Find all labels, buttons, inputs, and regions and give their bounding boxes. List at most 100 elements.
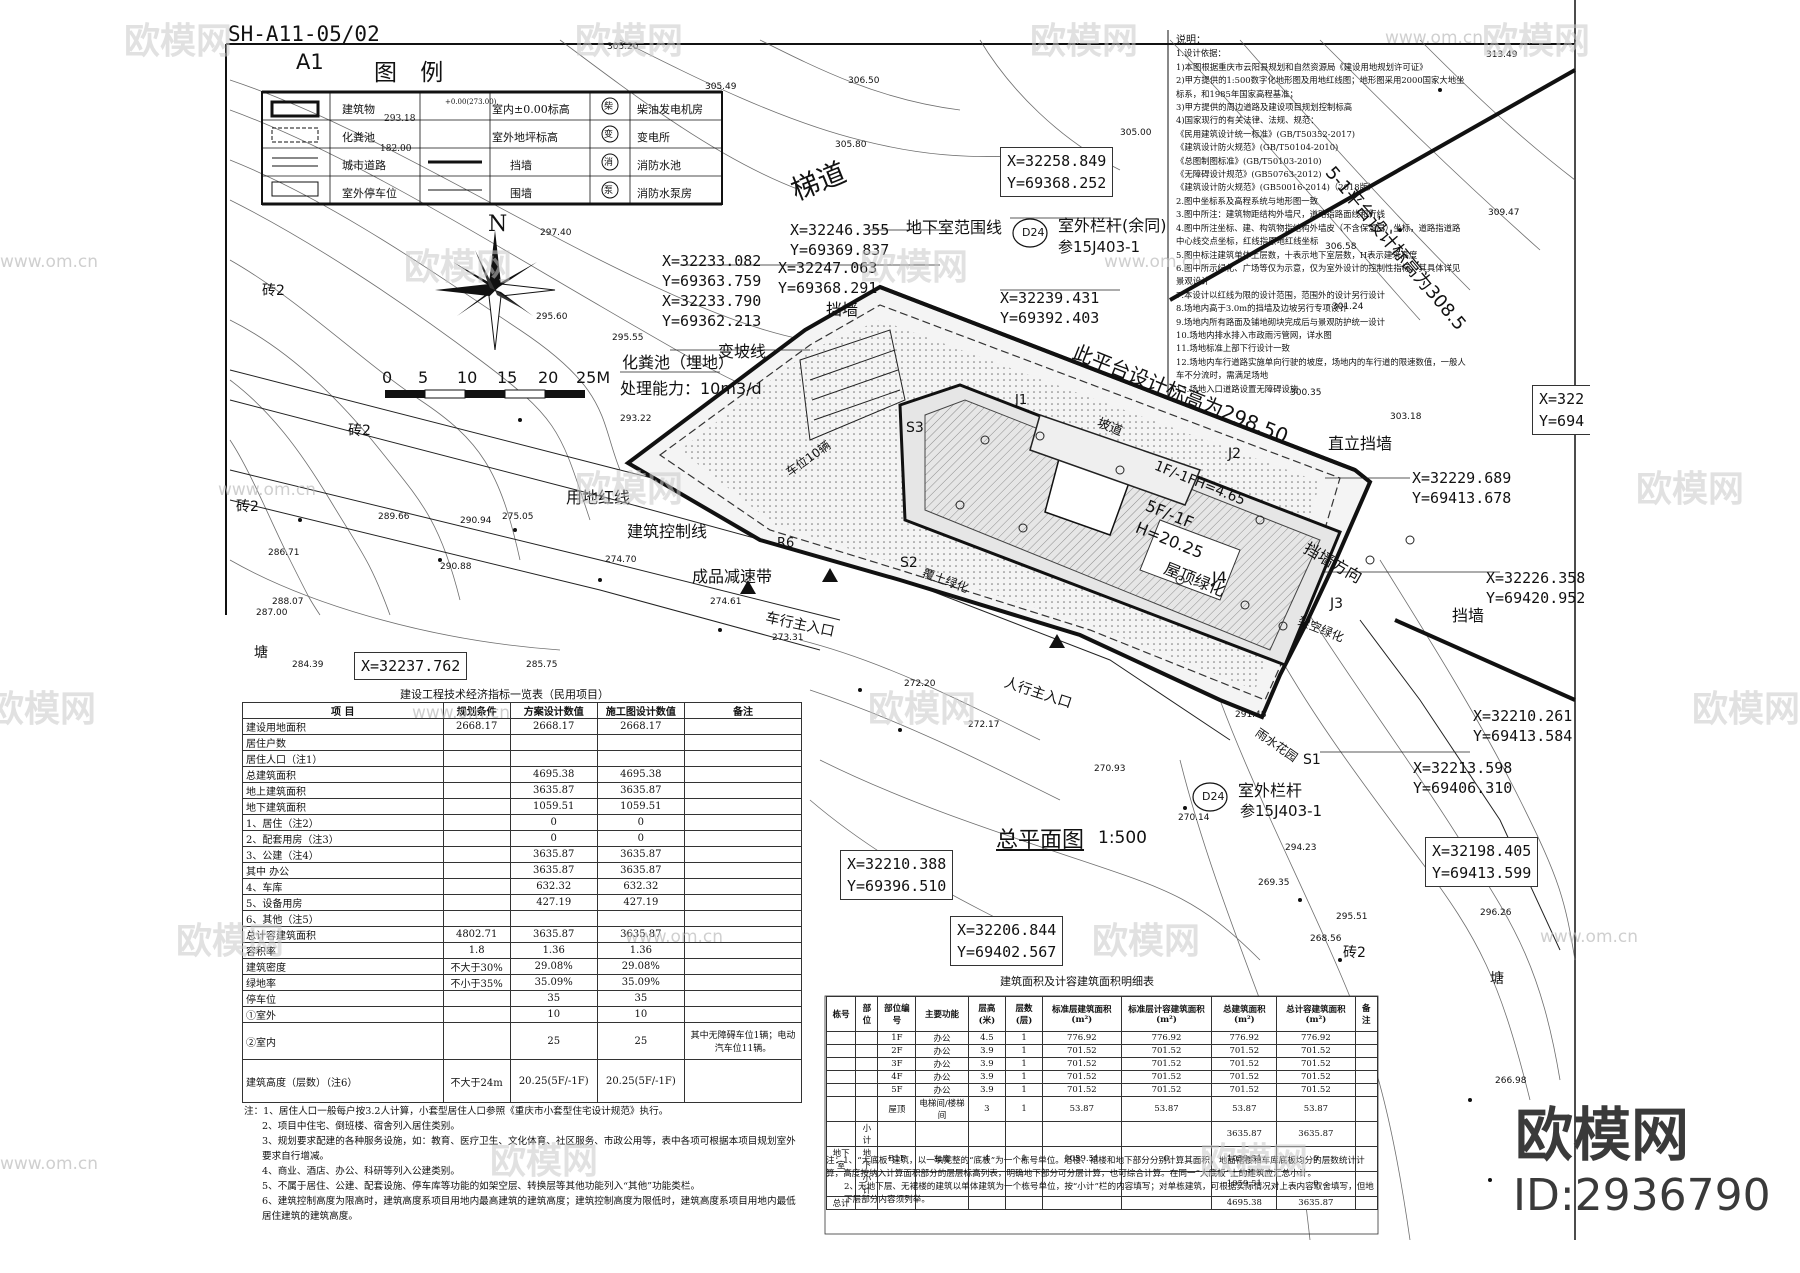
design-note: 1)本图根据重庆市云阳县规划和自然资源局《建设用地规划许可证》 bbox=[1176, 61, 1428, 72]
area-cell: 1F bbox=[877, 1031, 917, 1045]
coord-box-10: X=32237.762 bbox=[354, 652, 468, 680]
area-cell: 4695.38 bbox=[1211, 1196, 1278, 1210]
econ-cell bbox=[684, 910, 802, 927]
coord-y: Y=69413.584 bbox=[1473, 727, 1573, 745]
area-cell bbox=[1354, 1196, 1379, 1210]
legend-symbol-gen: 柴 bbox=[604, 102, 614, 112]
elev: 294.23 bbox=[1285, 843, 1317, 853]
econ-row: 居住人口（注1） bbox=[242, 750, 802, 767]
econ-item: 2、配套用房（注3） bbox=[242, 830, 444, 847]
coord-7: X=32226.358 Y=69420.952 bbox=[1486, 568, 1585, 608]
econ-item: 5、设备用房 bbox=[242, 894, 444, 911]
area-cell bbox=[1354, 1057, 1379, 1071]
area-cell: 776.92 bbox=[1120, 1031, 1213, 1045]
slope-line-label: 变坡线 bbox=[718, 342, 767, 361]
econ-cell: 35 bbox=[596, 990, 686, 1007]
econ-cell: 3635.87 bbox=[596, 782, 686, 799]
legend-frame bbox=[261, 90, 723, 206]
leader-lines bbox=[620, 217, 1500, 753]
econ-cell: 35.09% bbox=[596, 974, 686, 991]
legend-symbol-fire: 消 bbox=[604, 158, 614, 168]
watermark-brand: 欧模网 bbox=[176, 921, 285, 962]
main-building bbox=[898, 383, 1342, 667]
elev: 306.50 bbox=[848, 76, 880, 86]
econ-cell: 0 bbox=[509, 814, 598, 831]
design-note: 3)甲方提供的周边道路及建设项目规划控制标高 bbox=[1176, 102, 1353, 113]
watermark-brand: 欧模网 bbox=[1636, 469, 1745, 510]
econ-note: 注：1、居住人口一般每户按3.2人计算，小套型居住人口参照《重庆市小套型住宅设计… bbox=[244, 1106, 669, 1117]
watermark-brand: 欧模网 bbox=[868, 689, 977, 730]
area-cell: 701.52 bbox=[1042, 1083, 1122, 1097]
area-cell: 701.52 bbox=[1120, 1044, 1213, 1058]
econ-cell: 3635.87 bbox=[509, 782, 598, 799]
area-cell: 701.52 bbox=[1042, 1070, 1122, 1084]
area-cell bbox=[1004, 1196, 1044, 1210]
area-cell: 3 bbox=[967, 1096, 1006, 1122]
coord-x: X=32246.355 bbox=[790, 221, 890, 239]
area-cell bbox=[825, 1096, 857, 1122]
building-control-label: 建筑控制线 bbox=[627, 522, 708, 541]
elev: 303.18 bbox=[1390, 412, 1422, 422]
scale-tick-25: 25M bbox=[576, 368, 611, 387]
area-cell: 53.87 bbox=[1120, 1096, 1213, 1122]
watermark-brand: 欧模网 bbox=[575, 469, 684, 510]
econ-cell: 29.08% bbox=[509, 958, 598, 975]
watermark-brand: 欧模网 bbox=[490, 1141, 599, 1182]
area-cell bbox=[1042, 1196, 1122, 1210]
watermark-brand: 欧模网 bbox=[575, 21, 684, 62]
econ-cell: 3635.87 bbox=[509, 846, 598, 863]
coord-x: X=32258.849 bbox=[1007, 152, 1107, 170]
elev: 289.66 bbox=[378, 512, 410, 522]
elev: 291.48 bbox=[1235, 710, 1267, 720]
zone-j2: J2 bbox=[1228, 446, 1242, 462]
area-cell: 701.52 bbox=[1211, 1070, 1278, 1084]
econ-item: 居住人口（注1） bbox=[242, 750, 444, 767]
econ-cell: 1059.51 bbox=[509, 798, 598, 815]
econ-cell: 25 bbox=[509, 1022, 598, 1060]
coord-y: Y=69369.837 bbox=[790, 241, 890, 259]
area-header: 总计容建筑面积(m²) bbox=[1276, 996, 1356, 1032]
econ-cell bbox=[684, 766, 802, 783]
econ-header: 方案设计数值 bbox=[509, 702, 598, 719]
design-note: 11.场地标准上部下行设计一致 bbox=[1176, 343, 1290, 354]
elev: 295.51 bbox=[1336, 912, 1368, 922]
zone-j4: J4 bbox=[1212, 568, 1227, 587]
elev: 290.94 bbox=[460, 516, 492, 526]
coord-y: Y=69406.310 bbox=[1413, 779, 1513, 797]
coord-2: X=32246.355 Y=69369.837 bbox=[790, 220, 889, 260]
area-cell bbox=[1354, 1083, 1379, 1097]
econ-cell: 3635.87 bbox=[596, 846, 686, 863]
area-cell: 办公 bbox=[915, 1070, 969, 1084]
econ-cell: 632.32 bbox=[596, 878, 686, 895]
econ-cell bbox=[442, 910, 511, 927]
elev: 295.60 bbox=[536, 312, 568, 322]
econ-cell bbox=[442, 798, 511, 815]
elev: 286.71 bbox=[268, 548, 300, 558]
area-cell: 4F bbox=[877, 1070, 917, 1084]
land-red-line-label: 用地红线 bbox=[566, 488, 631, 507]
econ-cell: 4802.71 bbox=[442, 926, 511, 943]
area-cell: 办公 bbox=[915, 1057, 969, 1071]
railing2-ref: 参15J403-1 bbox=[1240, 802, 1323, 820]
area-cell bbox=[877, 1171, 917, 1197]
coord-box-12: X=32206.844 Y=69402.567 bbox=[950, 916, 1064, 966]
area-cell bbox=[855, 1044, 879, 1058]
area-cell: 1 bbox=[1004, 1044, 1044, 1058]
coord-x: X=32210.388 bbox=[847, 855, 947, 873]
coord-x: X=322 bbox=[1539, 390, 1585, 408]
area-header: 部位 bbox=[855, 996, 879, 1032]
econ-cell bbox=[684, 862, 802, 879]
econ-cell: 2668.17 bbox=[509, 718, 598, 735]
econ-cell bbox=[684, 718, 802, 735]
area-cell bbox=[855, 1070, 879, 1084]
area-cell: 701.52 bbox=[1211, 1044, 1278, 1058]
econ-cell: 0 bbox=[596, 814, 686, 831]
econ-item: ①室外 bbox=[242, 1006, 444, 1023]
zone-r6: R6 bbox=[777, 536, 795, 551]
econ-notes: 注：1、居住人口一般每户按3.2人计算，小套型居住人口参照《重庆市小套型住宅设计… bbox=[244, 1104, 804, 1224]
